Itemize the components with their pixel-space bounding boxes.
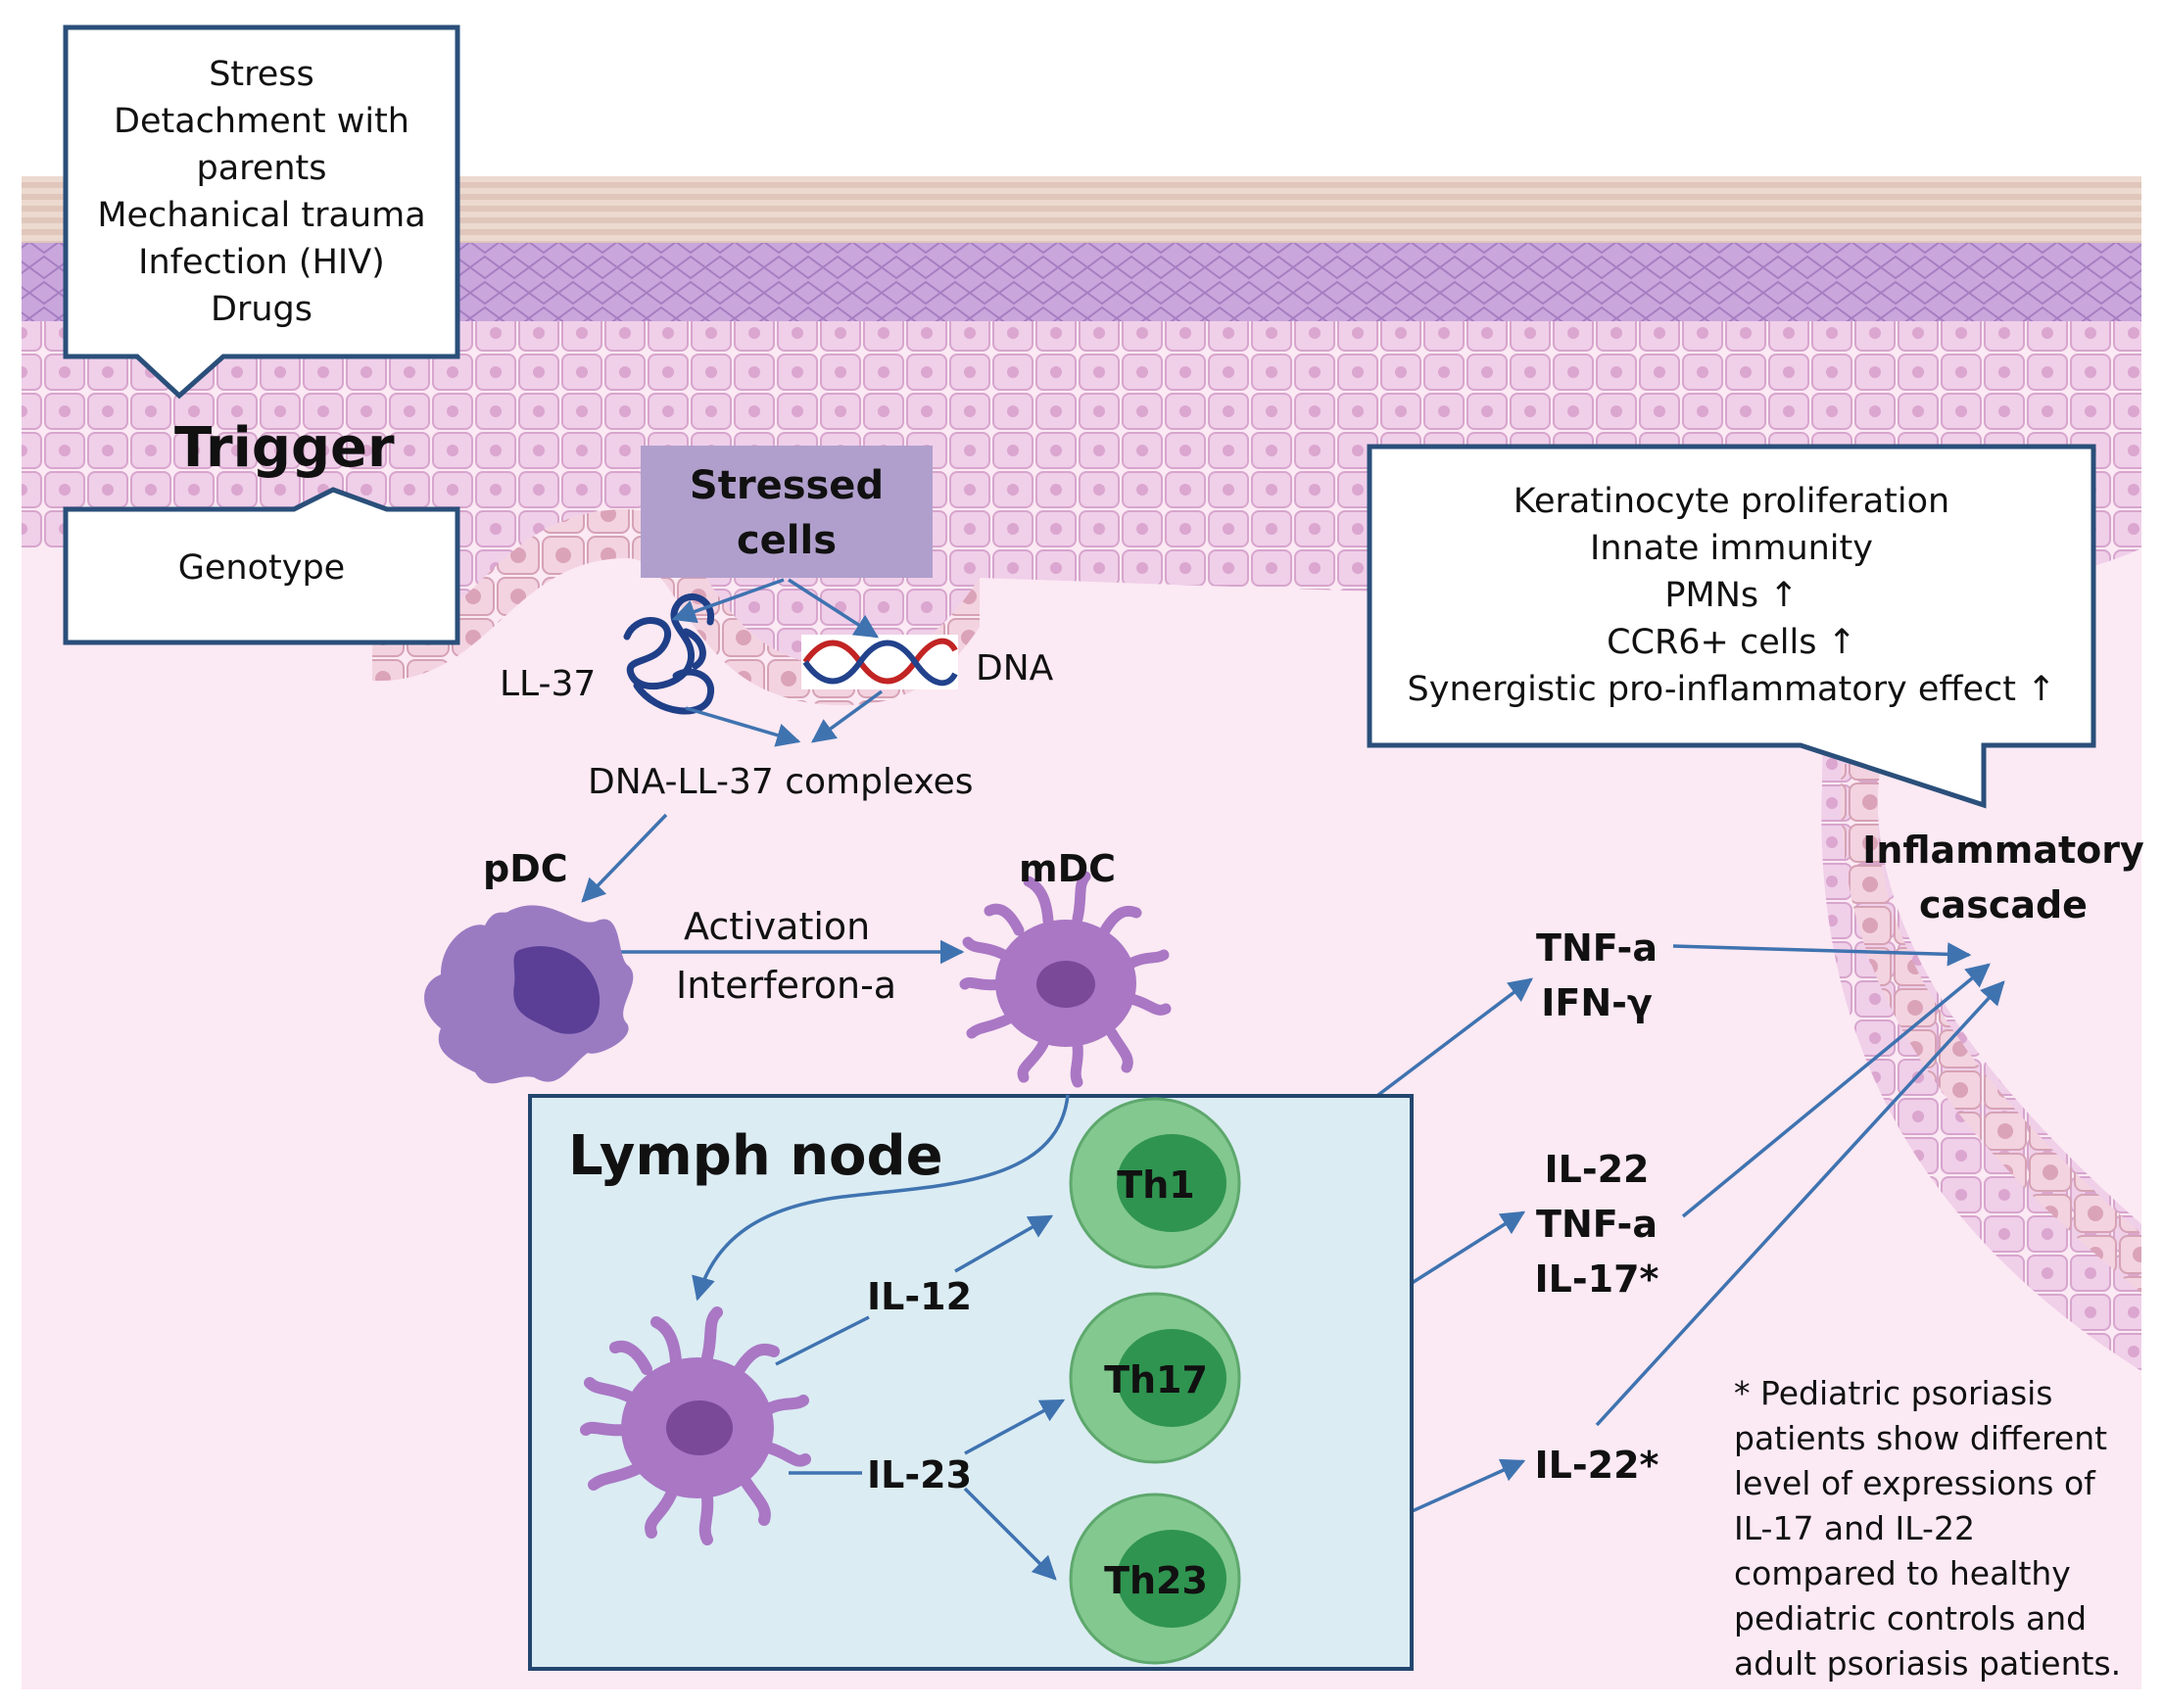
stressed-line-2: cells [736,518,838,563]
trigger-item: parents [196,149,327,188]
genotype-label: Genotype [177,548,346,588]
footnote-line: IL-17 and IL-22 [1734,1509,1975,1547]
th1-output: TNF-a IFN-γ [1509,921,1685,1030]
interferon-label: Interferon-a [676,964,897,1007]
effects-item: Synergistic pro-inflammatory effect ↑ [1407,670,2056,709]
th1-output-item: TNF-a [1536,926,1658,970]
dna-label: DNA [976,648,1054,688]
il23-label: IL-23 [867,1453,973,1496]
footnote-line: * Pediatric psoriasis [1734,1374,2053,1412]
effects-item: Keratinocyte proliferation [1513,482,1950,521]
th17-output-item: IL-17* [1534,1257,1659,1301]
stressed-cells-label: Stressed cells [641,458,933,568]
footnote-line: level of expressions of [1734,1464,2095,1502]
trigger-item: Infection (HIV) [138,243,385,282]
stressed-line-1: Stressed [689,463,885,508]
effects-item: CCR6+ cells ↑ [1607,623,1856,662]
inflammatory-line-1: Inflammatory [1862,829,2144,872]
th17-cell-icon [1069,1292,1241,1464]
th23-output-item: IL-22* [1534,1444,1659,1487]
trigger-item: Detachment with [114,102,409,141]
mdc-cell-icon [959,871,1172,1088]
complexes-label: DNA-LL-37 complexes [588,762,974,802]
th17-output-item: TNF-a [1536,1203,1658,1246]
lymph-dc-cell-icon [580,1306,811,1545]
lymph-node-title: Lymph node [568,1124,943,1188]
effects-callout: Keratinocyte proliferation Innate immuni… [1371,478,2091,713]
il12-label: IL-12 [867,1275,973,1318]
dna-icon [801,635,958,689]
trigger-title: Trigger [174,416,395,480]
th23-cell-icon [1069,1493,1241,1665]
inflammatory-cascade-label: Inflammatory cascade [1842,823,2163,932]
footnote: * Pediatric psoriasis patients show diff… [1734,1371,2121,1686]
trigger-item: Drugs [211,290,312,329]
th1-output-item: IFN-γ [1541,981,1653,1024]
ll37-label: LL-37 [500,664,597,704]
arrows [581,578,2005,1581]
th1-label: Th1 [1117,1163,1195,1207]
th17-output: IL-22 TNF-a IL-17* [1509,1142,1685,1306]
th17-label: Th17 [1104,1358,1208,1401]
effects-item: Innate immunity [1590,529,1873,568]
trigger-item: Stress [209,55,314,94]
effects-callout-shape [1367,444,2096,809]
inflammatory-line-2: cascade [1919,883,2088,926]
footnote-line: pediatric controls and [1734,1599,2088,1637]
mdc-label: mDC [1019,847,1117,890]
activation-label: Activation [684,905,871,948]
stressed-cells-box [641,446,933,578]
pdc-cell-icon [424,905,634,1084]
th1-cell-icon [1069,1097,1241,1269]
footnote-line: compared to healthy [1734,1554,2071,1592]
footnote-line: patients show different [1734,1419,2108,1457]
genotype-callout-shape [63,487,460,645]
th17-output-item: IL-22 [1544,1148,1650,1191]
trigger-item: Mechanical trauma [97,196,426,235]
footnote-line: adult psoriasis patients. [1734,1644,2122,1683]
trigger-callout: Stress Detachment with parents Mechanica… [71,51,453,333]
effects-item: PMNs ↑ [1664,576,1799,615]
th23-label: Th23 [1104,1559,1208,1602]
pdc-label: pDC [483,847,568,890]
th23-output: IL-22* [1509,1438,1685,1493]
trigger-callout-shape [63,24,460,400]
